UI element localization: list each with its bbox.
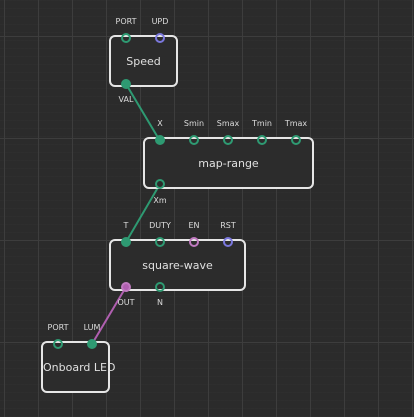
speed-node-title: Speed [126,55,161,68]
square-wave-duty-label: DUTY [149,221,171,230]
map-range-x-label: X [157,119,163,128]
map-range-tmin-label: Tmin [252,119,272,128]
onboard-led-lum-pin[interactable] [87,339,97,349]
onboard-led-node[interactable]: Onboard LED [41,341,116,393]
map-range-tmax-pin[interactable] [291,135,301,145]
speed-port-label: PORT [115,17,137,26]
map-range-node-title: map-range [198,157,259,170]
map-range-xm-label: Xm [153,196,167,205]
map-range-smin-label: Smin [183,119,205,128]
square-wave-en-label: EN [188,221,200,230]
speed-port-pin[interactable] [121,33,131,43]
speed-val-pin[interactable] [121,79,131,89]
square-wave-t-pin[interactable] [121,237,131,247]
onboard-led-node-title: Onboard LED [43,361,116,374]
link-map-range-xm-to-square-wave-t[interactable] [125,183,161,243]
square-wave-node[interactable]: square-wave [109,239,246,291]
square-wave-duty-pin[interactable] [155,237,165,247]
link-square-wave-out-to-led-lum[interactable] [91,286,127,345]
square-wave-out-label: OUT [117,298,135,307]
link-speed-val-to-map-range-x[interactable] [125,83,161,142]
map-range-smax-pin[interactable] [223,135,233,145]
square-wave-n-label: N [157,298,163,307]
speed-upd-label: UPD [151,17,169,26]
map-range-tmin-pin[interactable] [257,135,267,145]
square-wave-n-pin[interactable] [155,282,165,292]
square-wave-rst-pin[interactable] [223,237,233,247]
map-range-smin-pin[interactable] [189,135,199,145]
map-range-xm-pin[interactable] [155,179,165,189]
square-wave-en-pin[interactable] [189,237,199,247]
square-wave-out-pin[interactable] [121,282,131,292]
square-wave-rst-label: RST [220,221,236,230]
square-wave-node-title: square-wave [142,259,213,272]
speed-upd-pin[interactable] [155,33,165,43]
onboard-led-port-label: PORT [47,323,69,332]
map-range-tmax-label: Tmax [284,119,308,128]
map-range-smax-label: Smax [216,119,240,128]
square-wave-t-label: T [123,221,129,230]
speed-val-label: VAL [118,95,134,104]
onboard-led-lum-label: LUM [83,323,101,332]
map-range-x-pin[interactable] [155,135,165,145]
speed-node[interactable]: Speed [109,35,178,87]
onboard-led-port-pin[interactable] [53,339,63,349]
